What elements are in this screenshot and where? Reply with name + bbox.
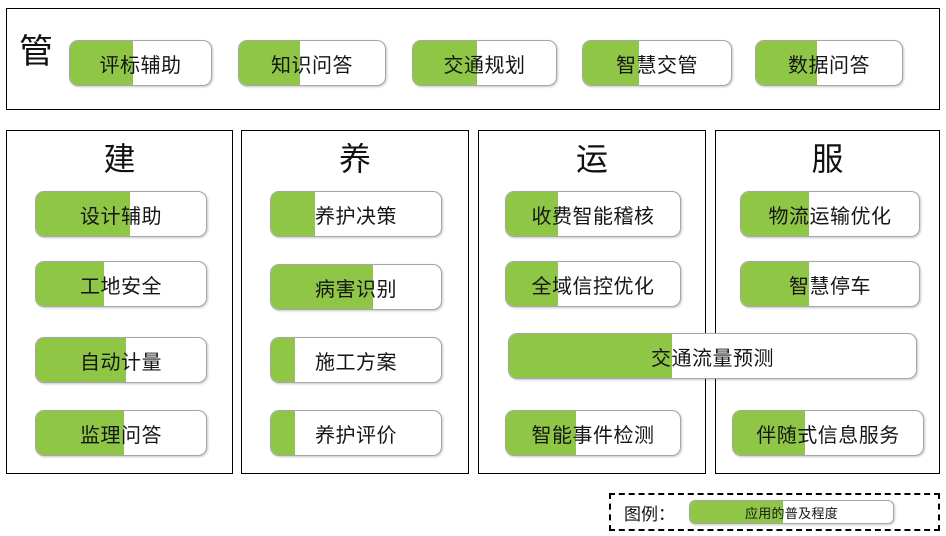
pill-label: 设计辅助: [80, 205, 162, 228]
progress-fill: [271, 192, 316, 236]
progress-fill: [509, 334, 672, 378]
pill-label: 物流运输优化: [768, 205, 892, 228]
pill-label: 养护决策: [315, 205, 397, 228]
pill-label: 交通流量预测: [651, 347, 774, 370]
pill-label: 交通规划: [443, 54, 526, 77]
pill-label: 智慧交管: [616, 54, 698, 77]
legend-sample-pill: 应用的普及程度: [689, 500, 894, 524]
column-yang: 养 养护决策 病害识别 施工方案 养护评价: [241, 130, 469, 474]
top-pill-4[interactable]: 智慧交管: [582, 40, 732, 86]
column-title: 建: [103, 141, 136, 177]
col4-pill-1[interactable]: 物流运输优化: [740, 191, 920, 237]
top-pill-5[interactable]: 数据问答: [755, 40, 903, 86]
pill-label: 数据问答: [788, 54, 870, 77]
progress-fill: [271, 338, 295, 382]
pill-label: 养护评价: [315, 424, 397, 447]
progress-fill: [271, 411, 295, 455]
column-jian: 建 设计辅助 工地安全 自动计量 监理问答: [6, 130, 233, 474]
col4-pill-3[interactable]: 伴随式信息服务: [732, 410, 924, 456]
pill-label: 智能事件检测: [531, 424, 655, 447]
legend-pill-label: 应用的普及程度: [744, 505, 839, 521]
top-band-container: 管 评标辅助 知识问答 交通规划 智慧交管 数据问答: [6, 8, 940, 110]
pill-label: 监理问答: [80, 424, 162, 447]
pill-label: 病害识别: [315, 278, 397, 301]
col1-pill-4[interactable]: 监理问答: [35, 410, 207, 456]
top-band-category-letter: 管: [19, 33, 53, 71]
pill-label: 收费智能稽核: [531, 205, 655, 228]
col3-pill-1[interactable]: 收费智能稽核: [505, 191, 681, 237]
col3-pill-2[interactable]: 全域信控优化: [505, 261, 681, 307]
col1-pill-2[interactable]: 工地安全: [35, 261, 207, 307]
column-title: 服: [811, 141, 844, 177]
col2-pill-2[interactable]: 病害识别: [270, 264, 442, 310]
pill-label: 施工方案: [315, 351, 397, 374]
col3-pill-3[interactable]: 智能事件检测: [505, 410, 681, 456]
pill-label: 智慧停车: [789, 275, 871, 298]
column-title: 养: [338, 141, 371, 177]
top-pill-3[interactable]: 交通规划: [412, 40, 557, 86]
pill-label: 知识问答: [271, 54, 353, 77]
column-fu: 服 物流运输优化 智慧停车 伴随式信息服务: [715, 130, 940, 474]
col2-pill-3[interactable]: 施工方案: [270, 337, 442, 383]
column-yun: 运 收费智能稽核 全域信控优化 智能事件检测: [478, 130, 706, 474]
col4-pill-2[interactable]: 智慧停车: [740, 261, 920, 307]
column-title: 运: [575, 141, 608, 177]
col2-pill-4[interactable]: 养护评价: [270, 410, 442, 456]
legend-label: 图例：: [624, 504, 675, 524]
top-pill-1[interactable]: 评标辅助: [69, 40, 212, 86]
col1-pill-3[interactable]: 自动计量: [35, 337, 207, 383]
pill-label: 伴随式信息服务: [756, 424, 900, 447]
col2-pill-1[interactable]: 养护决策: [270, 191, 442, 237]
wide-pill-traffic-flow-forecast[interactable]: 交通流量预测: [508, 333, 917, 379]
pill-label: 评标辅助: [99, 54, 182, 77]
pill-label: 自动计量: [80, 351, 162, 374]
col1-pill-1[interactable]: 设计辅助: [35, 191, 207, 237]
top-pill-2[interactable]: 知识问答: [238, 40, 386, 86]
pill-label: 全域信控优化: [531, 275, 655, 298]
legend-box: 图例： 应用的普及程度: [609, 493, 940, 531]
pill-label: 工地安全: [80, 275, 162, 298]
